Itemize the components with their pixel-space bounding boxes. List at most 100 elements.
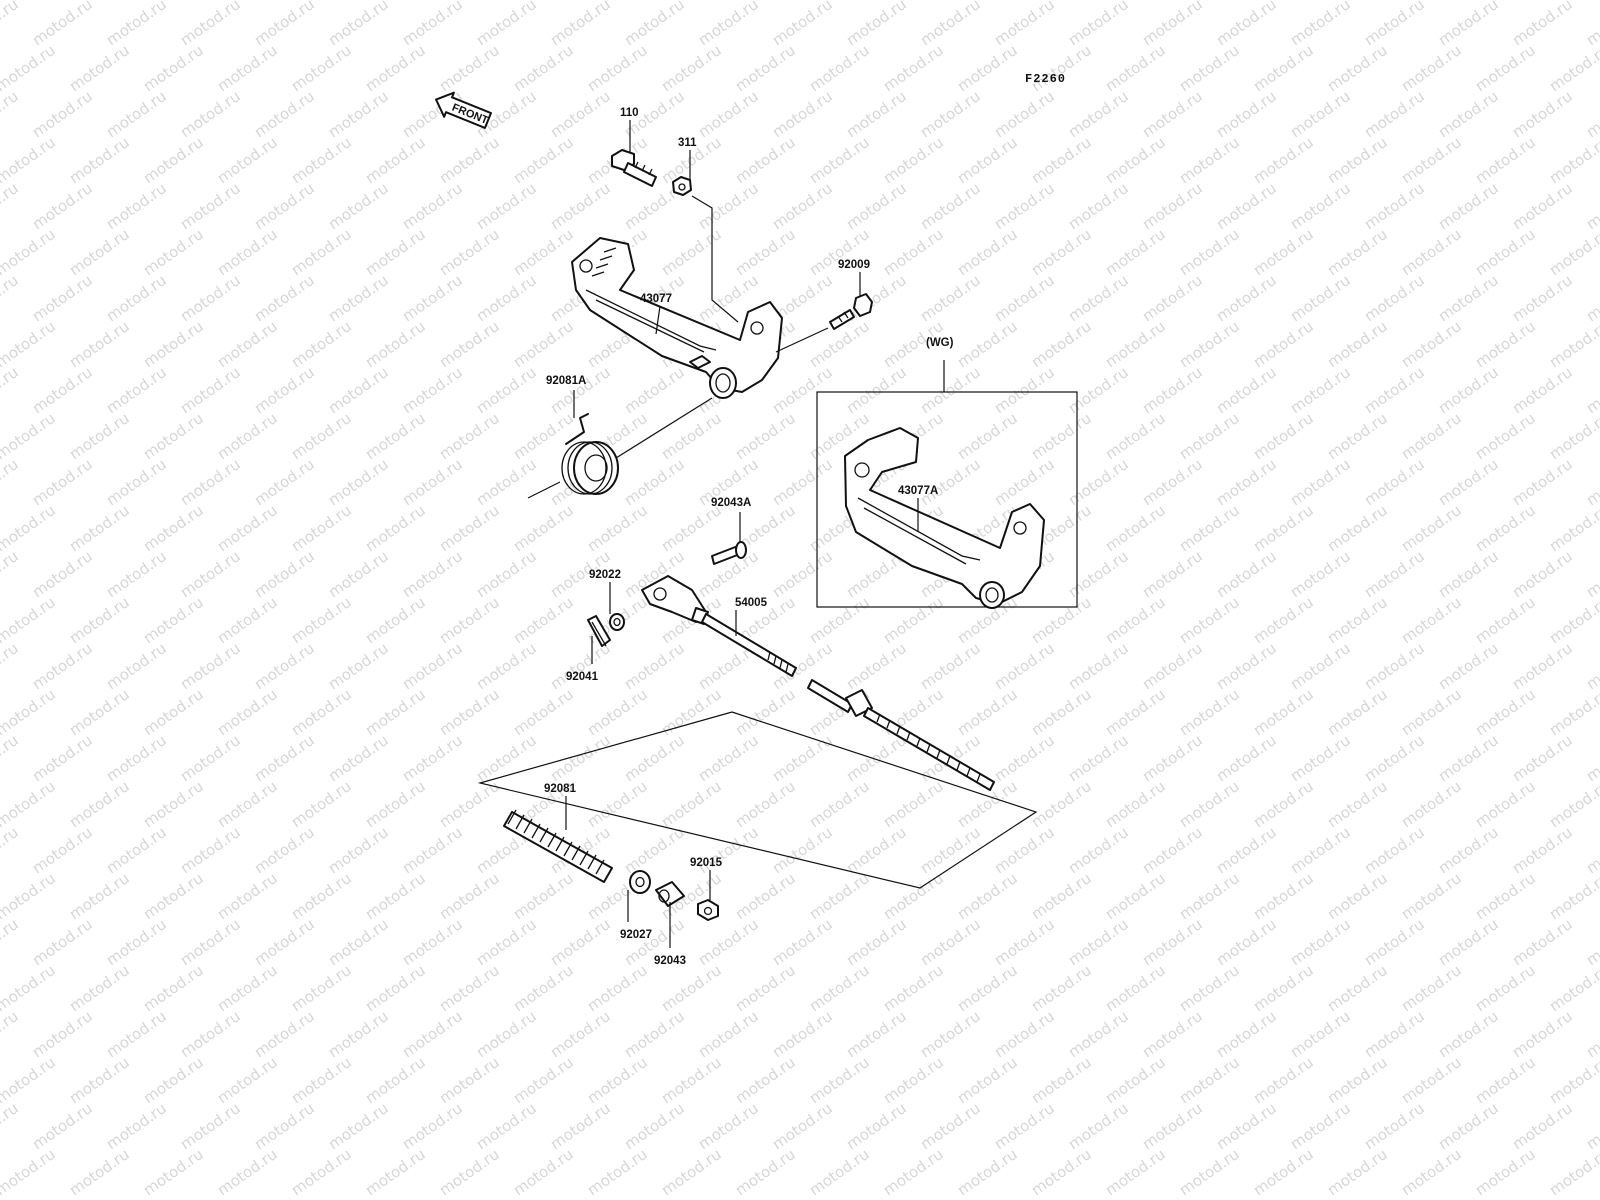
watermark-text: motod.ru [1213, 1007, 1280, 1061]
watermark-text: motod.ru [325, 1099, 392, 1153]
watermark-text: motod.ru [1102, 1053, 1169, 1107]
watermark-text: motod.ru [214, 225, 281, 279]
label-54005: 54005 [735, 597, 768, 609]
watermark-text: motod.ru [1176, 961, 1243, 1015]
watermark-text: motod.ru [880, 961, 947, 1015]
watermark-text: motod.ru [66, 593, 133, 647]
watermark-text: motod.ru [66, 225, 133, 279]
watermark-text: motod.ru [140, 593, 207, 647]
watermark-text: motod.ru [1287, 455, 1354, 509]
watermark-text: motod.ru [177, 363, 244, 417]
watermark-text: motod.ru [177, 1099, 244, 1153]
watermark-text: motod.ru [1398, 777, 1465, 831]
watermark-text: motod.ru [1324, 1145, 1391, 1199]
watermark-text: motod.ru [66, 1145, 133, 1199]
watermark-text: motod.ru [0, 1099, 22, 1153]
watermark-text: motod.ru [1546, 317, 1600, 371]
watermark-text: motod.ru [658, 409, 725, 463]
watermark-text: motod.ru [991, 1007, 1058, 1061]
watermark-text: motod.ru [954, 1053, 1021, 1107]
watermark-text: motod.ru [140, 961, 207, 1015]
watermark-text: motod.ru [1509, 823, 1576, 877]
adjuster-group-outline [477, 711, 1038, 889]
watermark-text: motod.ru [769, 0, 836, 49]
watermark-text: motod.ru [1361, 363, 1428, 417]
watermark-text: motod.ru [732, 133, 799, 187]
watermark-text: motod.ru [806, 225, 873, 279]
watermark-text: motod.ru [991, 639, 1058, 693]
watermark-text: motod.ru [1102, 225, 1169, 279]
watermark-text: motod.ru [584, 777, 651, 831]
watermark-text: motod.ru [103, 1007, 170, 1061]
watermark-text: motod.ru [1287, 271, 1354, 325]
watermark-text: motod.ru [1287, 363, 1354, 417]
label-92041: 92041 [566, 671, 599, 683]
watermark-text: motod.ru [1398, 869, 1465, 923]
watermark-text: motod.ru [991, 731, 1058, 785]
watermark-text: motod.ru [732, 869, 799, 923]
watermark-text: motod.ru [1509, 0, 1576, 49]
watermark-text: motod.ru [1176, 685, 1243, 739]
watermark-text: motod.ru [29, 87, 96, 141]
watermark-text: motod.ru [1398, 593, 1465, 647]
watermark-text: motod.ru [251, 731, 318, 785]
watermark-text: motod.ru [584, 41, 651, 95]
watermark-text: motod.ru [1176, 225, 1243, 279]
bolt-92009 [829, 293, 873, 330]
watermark-text: motod.ru [103, 0, 170, 49]
watermark-text: motod.ru [288, 777, 355, 831]
watermark-text: motod.ru [1287, 915, 1354, 969]
brake-rod-54005 [701, 613, 995, 791]
watermark-text: motod.ru [140, 133, 207, 187]
label-92081: 92081 [544, 783, 577, 795]
watermark-text: motod.ru [1065, 1007, 1132, 1061]
watermark-text: motod.ru [1509, 731, 1576, 785]
watermark-text: motod.ru [1139, 179, 1206, 233]
label-92027: 92027 [620, 929, 652, 941]
watermark-text: motod.ru [1250, 501, 1317, 555]
watermark-text: motod.ru [1546, 1145, 1600, 1199]
watermark-text: motod.ru [991, 823, 1058, 877]
watermark-text: motod.ru [1435, 1007, 1502, 1061]
watermark-text: motod.ru [251, 455, 318, 509]
watermark-text: motod.ru [325, 363, 392, 417]
watermark-text: motod.ru [177, 455, 244, 509]
watermark-text: motod.ru [1324, 409, 1391, 463]
watermark-text: motod.ru [510, 1145, 577, 1199]
watermark-text: motod.ru [1250, 133, 1317, 187]
watermark-text: motod.ru [1065, 915, 1132, 969]
watermark-text: motod.ru [1139, 455, 1206, 509]
watermark-text: motod.ru [1213, 363, 1280, 417]
watermark-text: motod.ru [399, 639, 466, 693]
watermark-text: motod.ru [1509, 179, 1576, 233]
watermark-text: motod.ru [1361, 179, 1428, 233]
watermark-text: motod.ru [621, 1099, 688, 1153]
watermark-text: motod.ru [584, 961, 651, 1015]
watermark-text: motod.ru [325, 455, 392, 509]
watermark-text: motod.ru [1213, 455, 1280, 509]
watermark-text: motod.ru [917, 363, 984, 417]
watermark-text: motod.ru [1065, 823, 1132, 877]
watermark-text: motod.ru [1361, 547, 1428, 601]
watermark-text: motod.ru [806, 593, 873, 647]
label-92009: 92009 [838, 259, 870, 271]
watermark-text: motod.ru [806, 1145, 873, 1199]
watermark-text: motod.ru [473, 0, 540, 49]
watermark-text: motod.ru [547, 0, 614, 49]
watermark-text: motod.ru [1509, 639, 1576, 693]
watermark-text: motod.ru [991, 915, 1058, 969]
watermark-text: motod.ru [695, 915, 762, 969]
watermark-text: motod.ru [1139, 1007, 1206, 1061]
watermark-text: motod.ru [1435, 823, 1502, 877]
watermark-text: motod.ru [1472, 133, 1539, 187]
watermark-text: motod.ru [1472, 225, 1539, 279]
watermark-text: motod.ru [991, 1099, 1058, 1153]
watermark-text: motod.ru [0, 317, 59, 371]
watermark-text: motod.ru [0, 179, 22, 233]
watermark-text: motod.ru [510, 593, 577, 647]
spring-92081 [503, 809, 613, 883]
watermark-text: motod.ru [0, 869, 59, 923]
watermark-text: motod.ru [473, 1007, 540, 1061]
watermark-text: motod.ru [1583, 0, 1600, 49]
watermark-text: motod.ru [991, 271, 1058, 325]
